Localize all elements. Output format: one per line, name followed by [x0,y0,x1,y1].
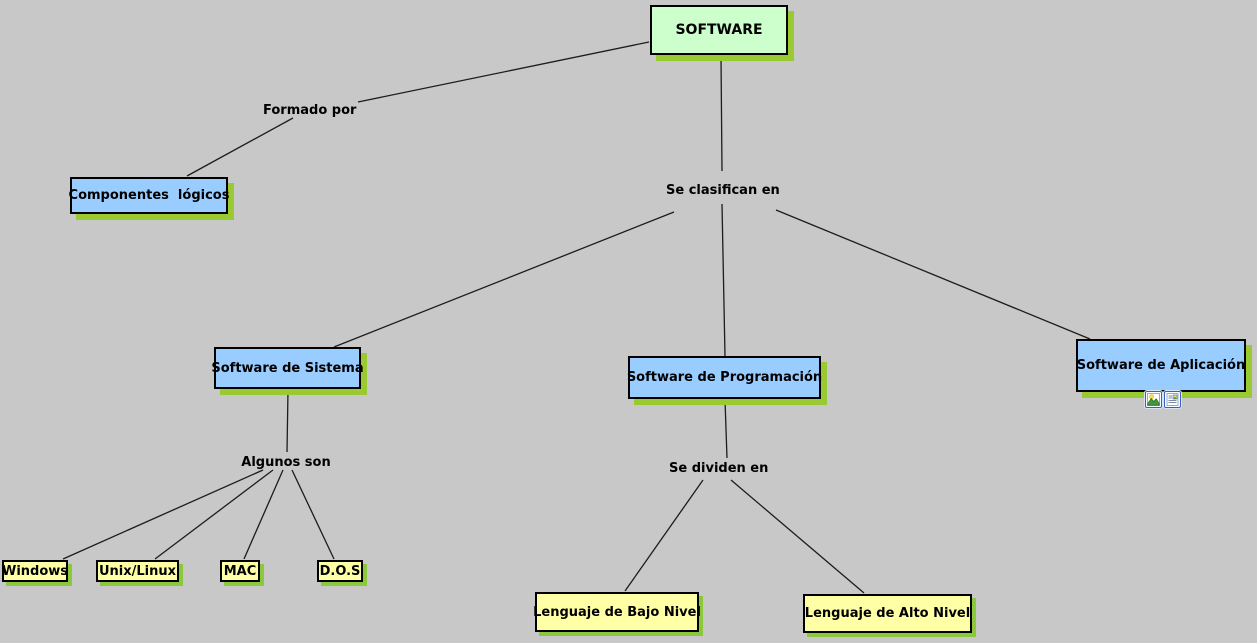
link-label-se-dividen-en[interactable]: Se dividen en [669,461,769,476]
edge-algunos-mac [243,469,284,560]
concept-mac[interactable]: MAC [220,560,260,582]
concept-componentes-logicos[interactable]: Componentes lógicos [69,177,229,214]
image-resource-icon[interactable] [1145,391,1162,408]
concept-unix-linux[interactable]: Unix/Linux [96,560,179,582]
edge-programacion-dividen [724,399,728,459]
concept-lenguaje-alto-nivel[interactable]: Lenguaje de Alto Nivel [803,594,972,633]
aplicacion-resource-icons [1145,391,1181,408]
concept-software-de-programacion[interactable]: Software de Programación [627,356,822,399]
concept-windows[interactable]: Windows [2,560,68,582]
edge-algunos-windows [62,469,264,560]
edge-dividen-bajo [624,479,704,592]
concept-dos[interactable]: D.O.S [317,560,363,582]
link-label-algunos-son[interactable]: Algunos son [241,455,331,470]
edge-algunos-unix [154,469,274,560]
link-label-se-clasifican-en[interactable]: Se clasifican en [666,183,780,198]
edge-software-formado [357,41,650,103]
concept-software[interactable]: SOFTWARE [650,5,788,55]
concept-software-de-aplicacion[interactable]: Software de Aplicación [1076,339,1246,392]
edge-software-clasifican [720,55,723,172]
edge-clasifican-sistema [333,211,675,348]
document-resource-icon[interactable] [1164,391,1181,408]
concept-lenguaje-bajo-nivel[interactable]: Lenguaje de Bajo Nivel [533,592,701,632]
concept-software-de-sistema[interactable]: Software de Sistema [211,347,364,389]
edge-dividen-alto [730,479,865,594]
edge-algunos-dos [291,469,335,560]
edge-sistema-algunos [286,389,289,453]
link-label-formado-por[interactable]: Formado por [263,103,357,118]
edge-clasifican-programacion [721,203,726,357]
edge-clasifican-aplicacion [775,209,1091,340]
edge-formado-componentes [186,117,294,177]
